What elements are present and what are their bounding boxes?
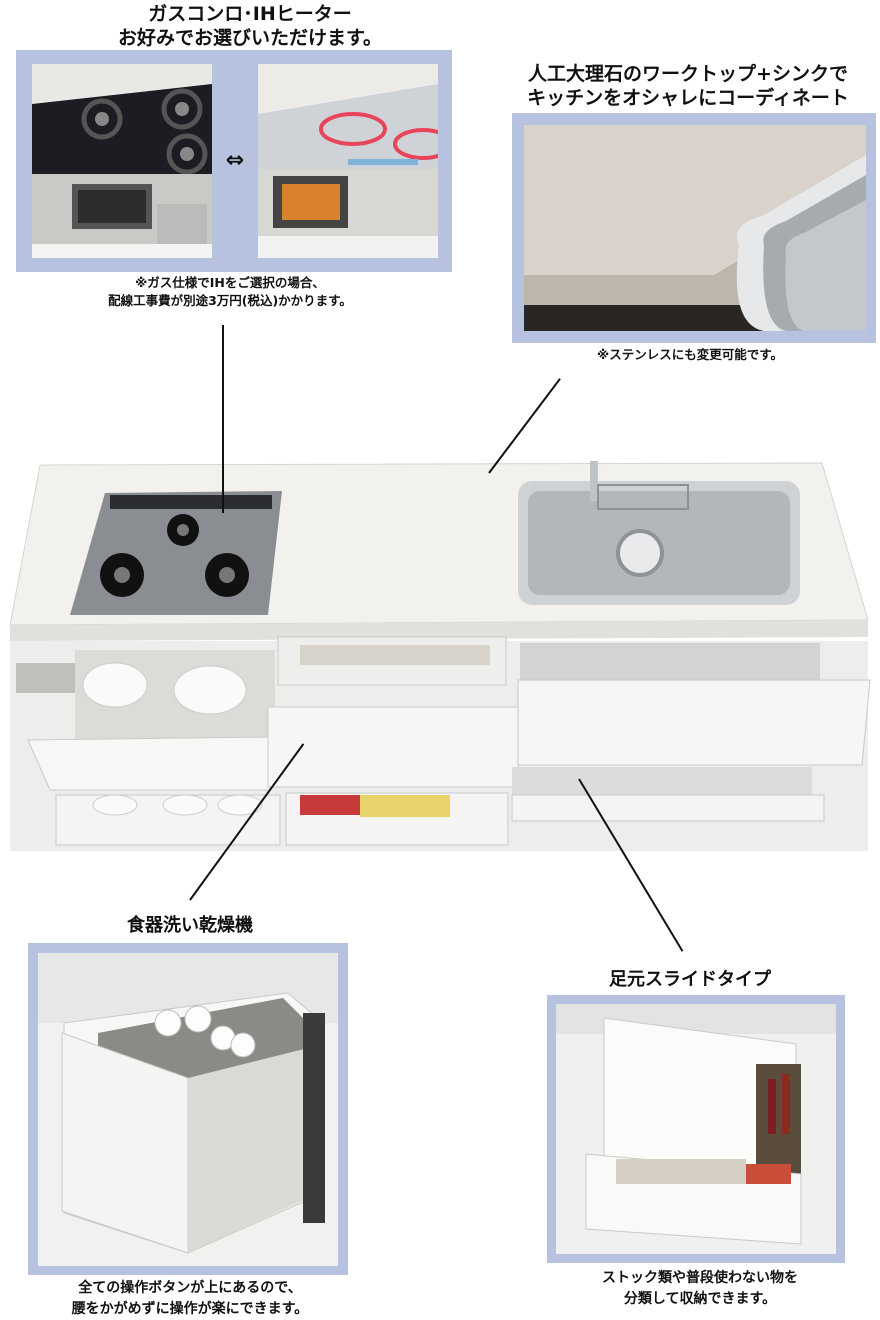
stove-note-line1: ※ガス仕様でIHをご選択の場合、 (135, 275, 325, 290)
stove-title-line1: ガスコンロ･IHヒーター (148, 3, 352, 25)
kitchen-photo (0, 455, 880, 860)
dishwasher-photo (38, 953, 338, 1266)
worktop-title-line2: キッチンをオシャレにコーディネート (527, 87, 849, 109)
worktop-title-line1: 人工大理石のワークトップ+シンクで (528, 63, 848, 85)
stove-note-line2: 配線工事費が別途3万円(税込)かかります。 (108, 293, 352, 308)
gas-stove-photo (32, 64, 212, 258)
stove-title: ガスコンロ･IHヒーター お好みでお選びいただけます。 (40, 2, 460, 50)
drawer-caption-line2: 分類して収納できます。 (623, 1291, 777, 1307)
drawer-caption-line1: ストック類や普段使わない物を (602, 1270, 798, 1286)
drawer-caption: ストック類や普段使わない物を 分類して収納できます。 (540, 1268, 860, 1310)
dishwasher-caption: 全ての操作ボタンが上にあるので、 腰をかがめずに操作が楽にできます。 (20, 1278, 360, 1320)
swap-arrow-icon: ⇔ (225, 148, 245, 173)
stove-leader-line (222, 325, 224, 513)
dishwasher-title: 食器洗い乾燥機 (127, 915, 253, 936)
dishwasher-caption-line2: 腰をかがめずに操作が楽にできます。 (71, 1301, 309, 1317)
drawer-title: 足元スライドタイプ (609, 969, 771, 990)
drawer-photo (556, 1004, 836, 1254)
worktop-sink-photo (524, 125, 866, 331)
stove-title-line2: お好みでお選びいただけます。 (117, 27, 383, 49)
worktop-note: ※ステンレスにも変更可能です。 (597, 347, 783, 362)
worktop-title: 人工大理石のワークトップ+シンクで キッチンをオシャレにコーディネート (488, 62, 880, 110)
dishwasher-caption-line1: 全ての操作ボタンが上にあるので、 (78, 1280, 302, 1296)
stove-note: ※ガス仕様でIHをご選択の場合、 配線工事費が別途3万円(税込)かかります。 (30, 274, 430, 310)
ih-heater-photo (258, 64, 438, 258)
